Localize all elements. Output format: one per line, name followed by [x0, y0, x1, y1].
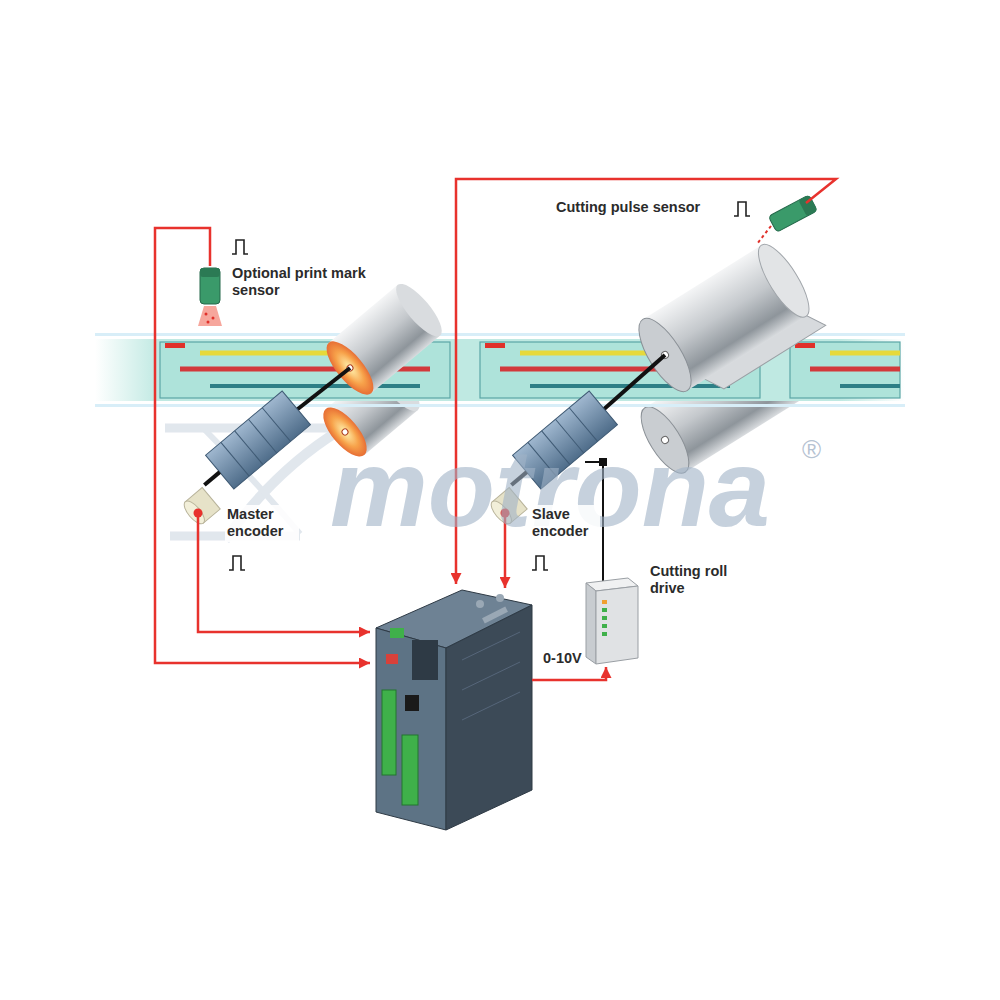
drive-label: Cutting roll drive [650, 563, 730, 598]
sensor-label: Optional print mark sensor [232, 265, 382, 300]
master-motor [235, 431, 263, 465]
material-web [795, 343, 815, 348]
cutting-pulse-sensor [798, 195, 817, 217]
controller [376, 590, 532, 830]
controller [462, 692, 520, 720]
signal-label: 0-10V [543, 650, 582, 667]
controller [446, 605, 532, 830]
drive-unit [602, 632, 607, 636]
controller [462, 632, 520, 660]
master-encoder [181, 488, 220, 527]
drive-unit [602, 624, 607, 628]
shaft [294, 368, 350, 412]
master-motor [204, 472, 219, 485]
master-encoder [181, 498, 208, 527]
drive-unit [602, 608, 607, 612]
connector-point [194, 509, 203, 518]
material-web [830, 351, 900, 356]
encoder-label: Slave encoder [530, 505, 600, 542]
print-mark-sensor [212, 317, 215, 320]
controller [476, 600, 484, 608]
material-web [95, 404, 905, 407]
shaft [603, 355, 665, 410]
print-mark-sensor [198, 306, 222, 326]
encoder-label: Master encoder [225, 505, 299, 542]
controller [382, 690, 396, 775]
material-web [165, 343, 185, 348]
print-mark-sensor [205, 313, 208, 316]
master-motor [206, 391, 311, 489]
controller [412, 640, 438, 680]
trademark-symbol: ® [802, 436, 821, 462]
material-web [485, 343, 505, 348]
print-mark-sensor [198, 268, 222, 326]
print-mark-sensor [200, 268, 220, 304]
pulse-symbol [532, 556, 548, 570]
drive-unit [596, 586, 638, 664]
drive-unit [586, 583, 596, 664]
controller [402, 735, 418, 805]
master-motor [248, 419, 276, 453]
material-web [810, 367, 900, 372]
master-motor [221, 442, 249, 476]
controller [496, 594, 504, 602]
drive-unit [586, 578, 638, 664]
drive-unit [602, 600, 607, 604]
material-web [790, 342, 900, 398]
controller [390, 628, 404, 638]
pulse-symbol [734, 202, 750, 216]
print-mark-sensor [207, 321, 210, 324]
material-web [840, 384, 900, 388]
controller [405, 695, 419, 711]
master-motor [190, 391, 310, 502]
print-mark-sensor [200, 268, 220, 277]
drive-unit [602, 616, 607, 620]
controller [386, 654, 398, 664]
signal-wires [532, 667, 606, 680]
master-top-roller [389, 278, 448, 343]
cutting-top-roller [750, 238, 818, 324]
cutting-top-roller [629, 238, 827, 415]
controller [376, 628, 446, 830]
sensor-label: Cutting pulse sensor [556, 199, 700, 216]
controller [482, 606, 508, 623]
material-web [210, 384, 420, 388]
pulse-symbol [229, 556, 245, 570]
cutting-pulse-sensor [757, 226, 771, 244]
master-top-roller [319, 278, 449, 402]
controller [462, 662, 520, 690]
signal-wires [155, 179, 836, 680]
pulse-symbol [232, 240, 248, 254]
master-motor [262, 408, 290, 442]
